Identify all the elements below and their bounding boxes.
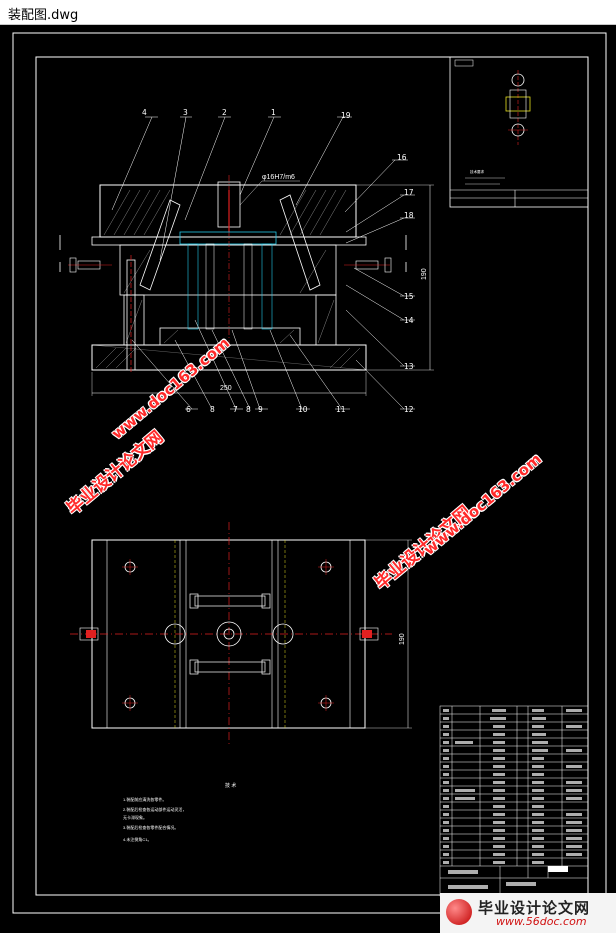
detail-box bbox=[449, 56, 589, 208]
bom-table bbox=[439, 705, 589, 897]
tech-req-2: 2.装配后检查各运动部件运动灵活， bbox=[123, 806, 186, 812]
part-14: 14 bbox=[404, 316, 414, 325]
part-3: 3 bbox=[183, 108, 188, 117]
drawing-svg: 技术要求 bbox=[12, 32, 607, 914]
tech-req-4: 3.装配后检查各零件配合情况。 bbox=[123, 824, 178, 830]
part-2: 2 bbox=[222, 108, 227, 117]
dim-width-front: 250 bbox=[220, 385, 232, 392]
cad-canvas[interactable]: 技术要求 bbox=[0, 25, 616, 933]
part-9: 9 bbox=[258, 405, 263, 414]
part-6: 6 bbox=[186, 405, 191, 414]
part-8b: 8 bbox=[246, 405, 251, 414]
dim-height-front: 190 bbox=[421, 268, 428, 280]
window-titlebar: 装配图.dwg bbox=[0, 0, 616, 25]
part-16: 16 bbox=[397, 153, 407, 162]
top-view: 190 bbox=[70, 522, 412, 745]
tech-req-title: 技 术 bbox=[225, 782, 236, 789]
footer-logo: 毕业设计论文网 www.56doc.com bbox=[440, 893, 616, 933]
tech-req-5: 4.未注倒角C1。 bbox=[123, 836, 151, 842]
logo-ball-icon bbox=[446, 899, 472, 925]
front-view: 250 190 φ16H7/m6 bbox=[59, 108, 434, 414]
tech-req-3: 无卡滞现象。 bbox=[123, 814, 147, 820]
detail-title: 技术要求 bbox=[470, 169, 484, 174]
part-18: 18 bbox=[404, 211, 414, 220]
part-10: 10 bbox=[298, 405, 308, 414]
footer-site-url: www.56doc.com bbox=[496, 915, 587, 928]
outer-border bbox=[12, 32, 607, 914]
part-19: 19 bbox=[341, 111, 351, 120]
dim-height-top: 190 bbox=[399, 633, 406, 645]
part-7: 7 bbox=[233, 405, 238, 414]
part-15: 15 bbox=[404, 292, 414, 301]
footer-site-name: 毕业设计论文网 bbox=[478, 899, 591, 917]
part-8: 8 bbox=[210, 405, 215, 414]
dim-fit: φ16H7/m6 bbox=[262, 174, 295, 181]
window-title: 装配图.dwg bbox=[8, 8, 79, 23]
part-12: 12 bbox=[404, 405, 414, 414]
part-4: 4 bbox=[142, 108, 147, 117]
inner-border bbox=[35, 56, 589, 896]
part-17: 17 bbox=[404, 188, 414, 197]
part-11: 11 bbox=[336, 405, 346, 414]
tech-requirements: 技 术 1.装配前应清洗各零件。 2.装配后检查各运动部件运动灵活， 无卡滞现象… bbox=[123, 782, 236, 842]
part-1: 1 bbox=[271, 108, 276, 117]
tech-req-1: 1.装配前应清洗各零件。 bbox=[123, 796, 166, 802]
part-13: 13 bbox=[404, 362, 414, 371]
